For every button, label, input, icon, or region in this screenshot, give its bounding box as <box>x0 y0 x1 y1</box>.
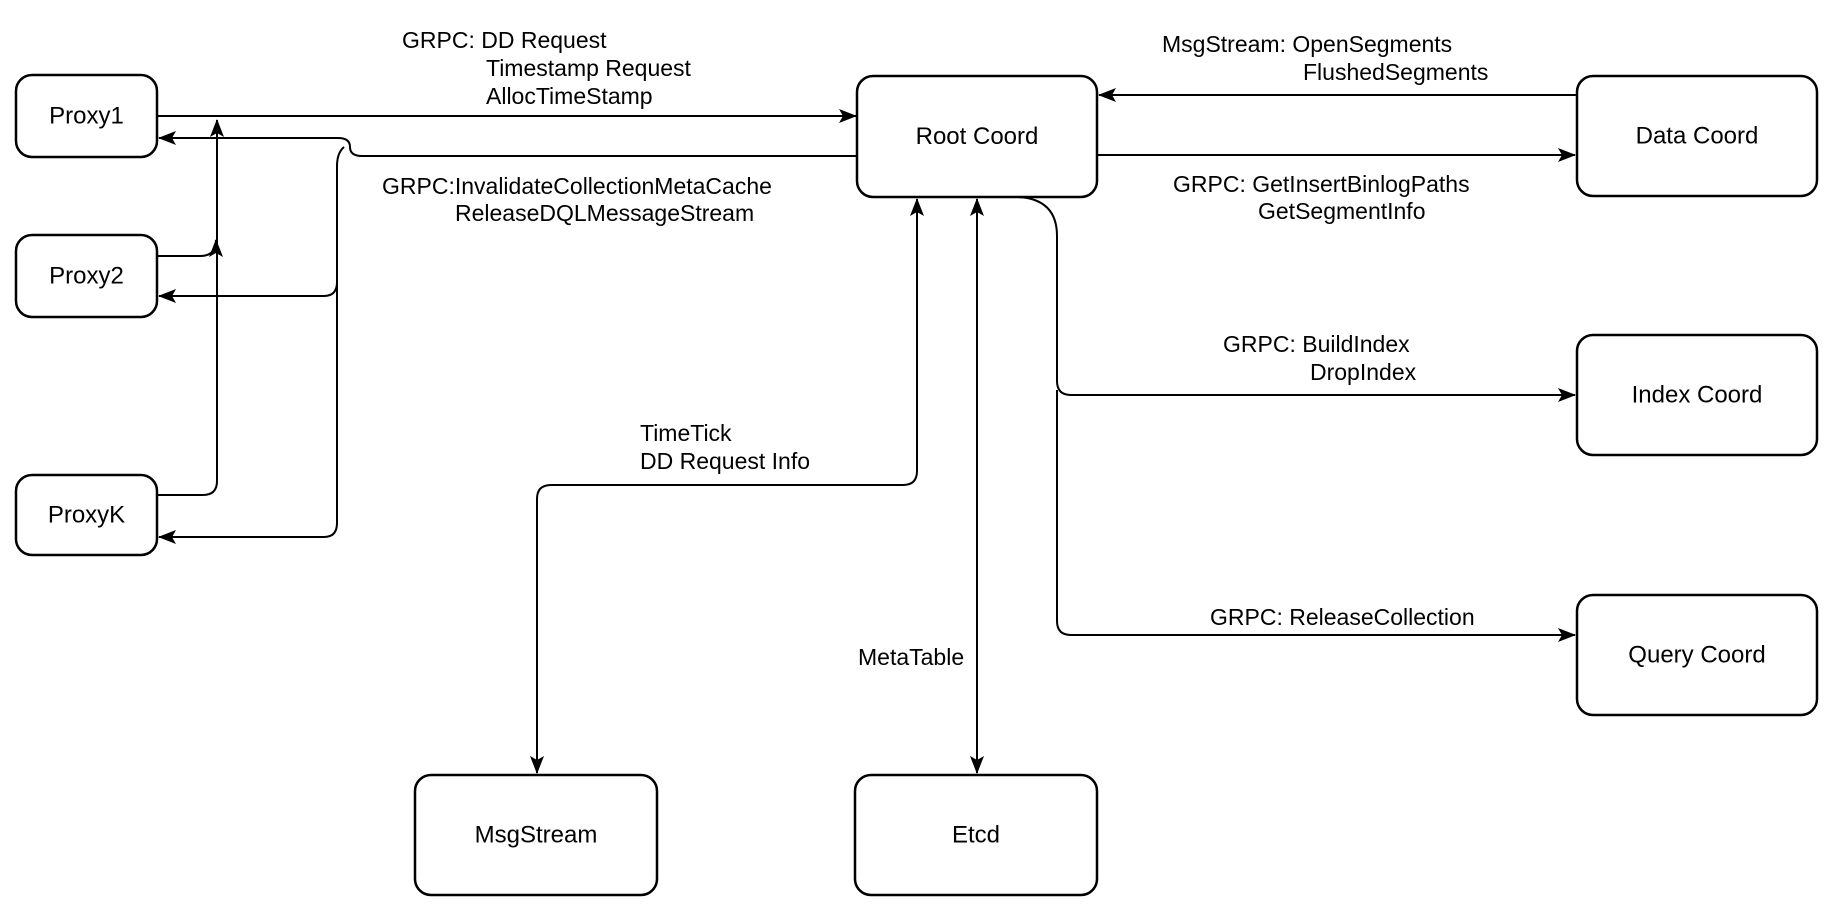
edge-rootcoord-to-querycoord <box>1056 390 1576 642</box>
edge-proxyk-out-collector <box>157 119 224 496</box>
node-etcd: Etcd <box>853 773 1099 897</box>
edge-label-dropindex: DropIndex <box>1310 359 1417 385</box>
node-proxyk-label: ProxyK <box>48 502 125 529</box>
edge-label-getsegmentinfo: GetSegmentInfo <box>1258 198 1426 224</box>
node-proxy2-box <box>14 233 159 319</box>
edge-rootcoord-to-indexcoord <box>1017 196 1576 402</box>
node-data-coord-label: Data Coord <box>1636 123 1759 150</box>
edge-label-msgstream-opensegments: MsgStream: OpenSegments <box>1162 31 1452 57</box>
edge-label-flushedsegments: FlushedSegments <box>1303 59 1488 85</box>
node-proxy2-label: Proxy2 <box>49 263 124 290</box>
node-msgstream: MsgStream <box>413 773 659 897</box>
node-msgstream-label: MsgStream <box>475 822 598 849</box>
node-msgstream-box <box>413 773 659 897</box>
node-data-coord-box <box>1575 74 1819 198</box>
edge-label-metatable: MetaTable <box>858 644 964 670</box>
edge-label-timestamp-request: Timestamp Request <box>486 55 692 81</box>
node-root-coord-label: Root Coord <box>916 123 1039 150</box>
node-index-coord-label: Index Coord <box>1632 382 1763 409</box>
node-proxyk-box <box>14 473 159 557</box>
node-proxy1-box <box>14 73 159 159</box>
edge-rootcoord-to-proxy2-branch <box>158 281 338 303</box>
edge-label-grpc-invalidate-meta-cache: GRPC:InvalidateCollectionMetaCache <box>382 173 772 199</box>
node-query-coord: Query Coord <box>1575 593 1819 717</box>
node-proxy1-label: Proxy1 <box>49 103 124 130</box>
node-query-coord-label: Query Coord <box>1628 642 1765 669</box>
edge-rootcoord-to-proxy1 <box>158 131 857 157</box>
edge-label-grpc-getinsertbinlogpaths: GRPC: GetInsertBinlogPaths <box>1173 171 1470 197</box>
node-proxy2: Proxy2 <box>14 233 159 319</box>
edge-label-alloctimestamp: AllocTimeStamp <box>486 83 653 109</box>
edge-label-grpc-buildindex: GRPC: BuildIndex <box>1223 331 1410 357</box>
edge-label-grpc-dd-request: GRPC: DD Request <box>402 27 607 53</box>
edge-label-timetick: TimeTick <box>640 420 732 446</box>
edge-layer <box>157 88 1577 774</box>
node-proxyk: ProxyK <box>14 473 159 557</box>
node-root-coord: Root Coord <box>855 74 1099 199</box>
node-proxy1: Proxy1 <box>14 73 159 159</box>
node-etcd-box <box>853 773 1099 897</box>
edge-proxy2-out-merge <box>157 239 223 258</box>
edge-rootcoord-msgstream <box>530 198 924 774</box>
node-root-coord-box <box>855 74 1099 199</box>
node-index-coord-box <box>1575 333 1819 457</box>
node-data-coord: Data Coord <box>1575 74 1819 198</box>
edge-rootcoord-to-proxyk-branch <box>158 146 345 544</box>
edge-label-grpc-releasecollection: GRPC: ReleaseCollection <box>1210 604 1475 630</box>
node-index-coord: Index Coord <box>1575 333 1819 457</box>
node-query-coord-box <box>1575 593 1819 717</box>
node-etcd-label: Etcd <box>952 822 1000 849</box>
edge-label-dd-request-info: DD Request Info <box>640 448 810 474</box>
edge-label-release-dql-messagestream: ReleaseDQLMessageStream <box>455 200 754 226</box>
